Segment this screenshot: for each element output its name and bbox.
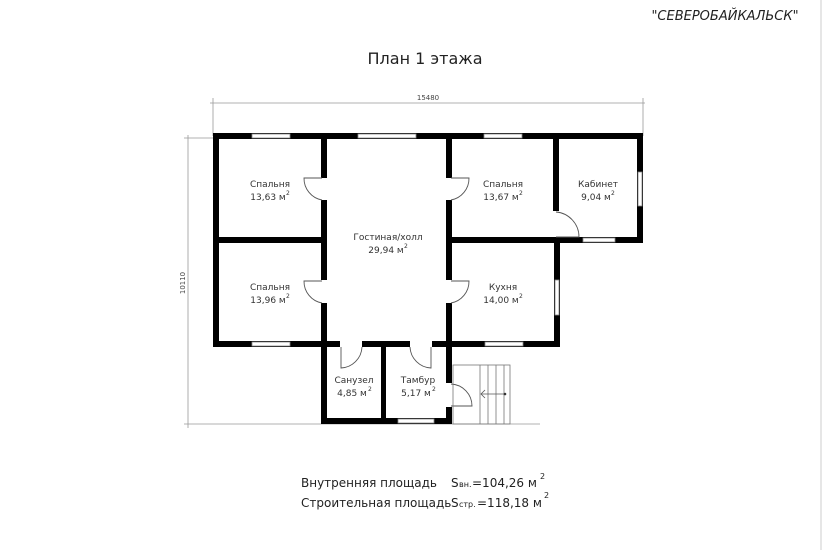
room-bedroom-2: Спальня 13,67 м 2: [483, 180, 523, 203]
svg-text:S: S: [451, 476, 459, 490]
depth-label: 10110: [179, 272, 187, 294]
doors: [303, 177, 580, 407]
svg-text:2: 2: [404, 243, 408, 250]
svg-text:5,17 м: 5,17 м: [401, 389, 431, 399]
svg-text:2: 2: [611, 190, 615, 197]
width-label: 15480: [417, 94, 439, 102]
svg-text:Спальня: Спальня: [483, 180, 523, 190]
svg-text:13,67 м: 13,67 м: [483, 193, 518, 203]
svg-text:2: 2: [286, 293, 290, 300]
svg-text:Спальня: Спальня: [250, 283, 290, 293]
room-study: Кабинет 9,04 м 2: [578, 180, 618, 203]
svg-text:2: 2: [519, 190, 523, 197]
svg-text:Кухня: Кухня: [489, 283, 517, 293]
room-bedroom-1: Спальня 13,63 м 2: [250, 180, 290, 203]
svg-text:=104,26 м: =104,26 м: [472, 476, 537, 490]
room-bathroom: Санузел 4,85 м 2: [334, 376, 373, 399]
summary-internal-area: Внутренняя площадь S вн. =104,26 м 2: [301, 472, 545, 490]
svg-text:Тамбур: Тамбур: [400, 376, 436, 386]
room-kitchen: Кухня 14,00 м 2: [483, 283, 523, 306]
svg-text:вн.: вн.: [459, 480, 472, 489]
windows: [251, 133, 643, 424]
svg-text:Внутренняя площадь: Внутренняя площадь: [301, 476, 437, 490]
svg-text:29,94 м: 29,94 м: [368, 246, 403, 256]
svg-text:S: S: [451, 496, 459, 510]
svg-text:Санузел: Санузел: [334, 376, 373, 386]
svg-text:Строительная площадь: Строительная площадь: [301, 496, 451, 510]
svg-text:2: 2: [519, 293, 523, 300]
stairs: [452, 364, 511, 425]
svg-text:2: 2: [286, 190, 290, 197]
svg-text:13,63 м: 13,63 м: [250, 193, 285, 203]
project-name: "СЕВЕРОБАЙКАЛЬСК": [651, 8, 798, 24]
svg-text:13,96 м: 13,96 м: [250, 296, 285, 306]
svg-text:2: 2: [544, 491, 549, 500]
svg-text:Кабинет: Кабинет: [578, 180, 618, 190]
svg-text:2: 2: [540, 472, 545, 481]
svg-text:2: 2: [432, 386, 436, 393]
svg-text:стр.: стр.: [459, 500, 476, 509]
svg-text:14,00 м: 14,00 м: [483, 296, 518, 306]
svg-text:=118,18 м: =118,18 м: [477, 496, 542, 510]
svg-text:Спальня: Спальня: [250, 180, 290, 190]
svg-text:9,04 м: 9,04 м: [581, 193, 611, 203]
dimension-width: 15480: [210, 94, 645, 136]
room-vestibule: Тамбур 5,17 м 2: [400, 376, 436, 399]
plan-title: План 1 этажа: [368, 49, 483, 68]
room-bedroom-3: Спальня 13,96 м 2: [250, 283, 290, 306]
svg-text:Гостиная/холл: Гостиная/холл: [353, 233, 422, 243]
svg-text:2: 2: [368, 386, 372, 393]
room-living-hall: Гостиная/холл 29,94 м 2: [353, 233, 422, 256]
svg-text:4,85 м: 4,85 м: [337, 389, 367, 399]
summary-building-area: Строительная площадь S стр. =118,18 м 2: [301, 491, 549, 510]
